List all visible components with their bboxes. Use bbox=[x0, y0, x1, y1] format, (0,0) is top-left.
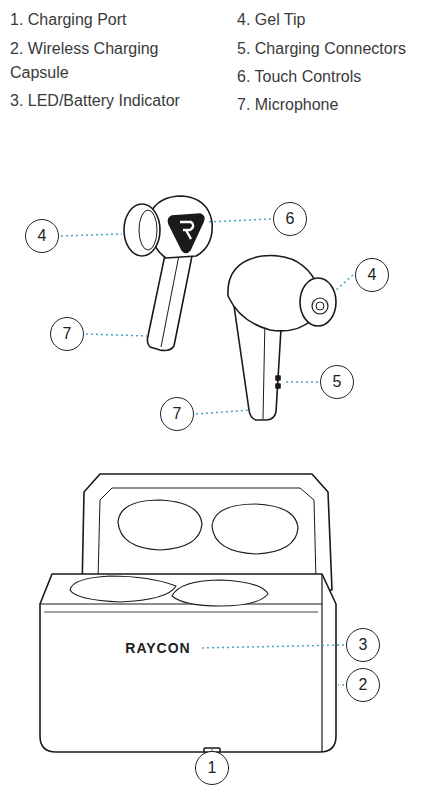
callout-number: 7 bbox=[173, 405, 182, 423]
callout-number: 2 bbox=[359, 676, 368, 694]
callout-circle: 1 bbox=[195, 751, 229, 785]
charging-connectors bbox=[276, 376, 280, 380]
case-body bbox=[40, 574, 336, 752]
callout-circle: 7 bbox=[160, 397, 194, 431]
leader-lines bbox=[61, 219, 353, 754]
part-name: 6. Touch Controls bbox=[237, 65, 437, 89]
part-name: 3. LED/Battery Indicator bbox=[10, 89, 234, 113]
callout-circle: 3 bbox=[346, 628, 380, 662]
part-name: 7. Microphone bbox=[237, 93, 437, 117]
brand-logo-text: RAYCON bbox=[112, 639, 204, 657]
case-lid bbox=[82, 474, 332, 590]
callout-circle: 6 bbox=[273, 202, 307, 236]
case-cavity bbox=[70, 576, 176, 602]
callout-number: 4 bbox=[38, 227, 47, 245]
callout-number: 4 bbox=[368, 266, 377, 284]
touch-logo bbox=[168, 214, 204, 253]
callout-number: 7 bbox=[63, 325, 72, 343]
callout-number: 6 bbox=[286, 210, 295, 228]
callout-circle: 7 bbox=[50, 317, 84, 351]
part-name: 5. Charging Connectors bbox=[237, 37, 437, 61]
callout-number: 3 bbox=[359, 636, 368, 654]
callout-circle: 5 bbox=[320, 365, 354, 399]
callout-circle: 2 bbox=[346, 668, 380, 702]
callout-number: 1 bbox=[208, 759, 217, 777]
left-earbud-stem bbox=[147, 246, 194, 351]
callout-number: 5 bbox=[333, 373, 342, 391]
callout-circle: 4 bbox=[355, 258, 389, 292]
right-gel-tip bbox=[300, 278, 336, 326]
part-name: 2. Wireless Charging Capsule bbox=[10, 37, 188, 85]
left-gel-tip bbox=[124, 204, 160, 256]
part-name: 4. Gel Tip bbox=[237, 8, 437, 32]
callout-circle: 4 bbox=[25, 219, 59, 253]
part-name: 1. Charging Port bbox=[10, 8, 232, 32]
